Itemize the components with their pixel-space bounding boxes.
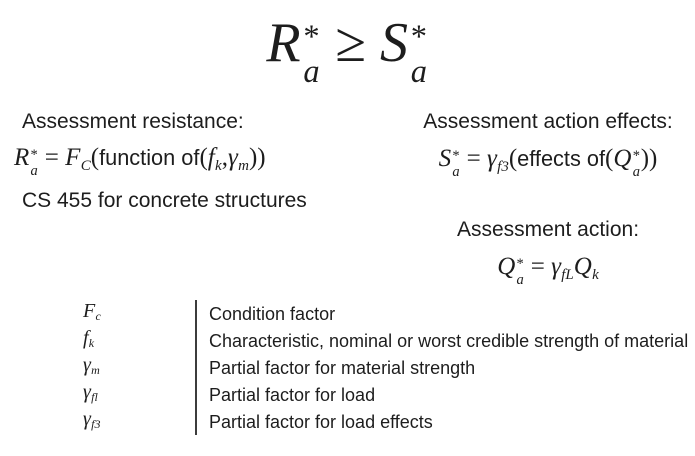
table-row: γm Partial factor for material strength: [60, 354, 695, 381]
definitions-table: Fc Condition factor fk Characteristic, n…: [60, 300, 695, 435]
symbol-cell: γfl: [83, 380, 98, 405]
table-row: γf3 Partial factor for load effects: [60, 408, 695, 435]
code-reference-note: CS 455 for concrete structures: [22, 189, 307, 212]
symbol-cell: γm: [83, 353, 100, 378]
resistance-formula: R*a = FC(function of(fk,γm)): [14, 144, 266, 179]
assessment-action-formula: Q*a = γfLQk: [497, 253, 599, 288]
action-effects-formula: S*a = γf3(effects of(Q*a)): [438, 145, 658, 180]
description-cell: Partial factor for load: [195, 381, 695, 408]
description-cell: Condition factor: [195, 300, 695, 327]
symbol-cell: fk: [83, 326, 95, 351]
assessment-resistance-heading: Assessment resistance:: [22, 110, 244, 133]
symbol-cell: Fc: [83, 299, 101, 324]
description-cell: Characteristic, nominal or worst credibl…: [195, 327, 695, 354]
action-effects-section: Assessment action effects: S*a = γf3(eff…: [402, 109, 694, 186]
table-row: fk Characteristic, nominal or worst cred…: [60, 327, 695, 354]
assessment-action-effects-heading: Assessment action effects:: [423, 110, 673, 133]
assessment-action-heading: Assessment action:: [456, 218, 640, 241]
table-row: Fc Condition factor: [60, 300, 695, 327]
symbol-cell: γf3: [83, 407, 101, 432]
assessment-action-section: Assessment action: Q*a = γfLQk: [402, 217, 694, 294]
main-inequality-formula: R*a ≥ S*a: [266, 12, 427, 91]
description-cell: Partial factor for material strength: [195, 354, 695, 381]
table-row: γfl Partial factor for load: [60, 381, 695, 408]
description-cell: Partial factor for load effects: [195, 408, 695, 435]
